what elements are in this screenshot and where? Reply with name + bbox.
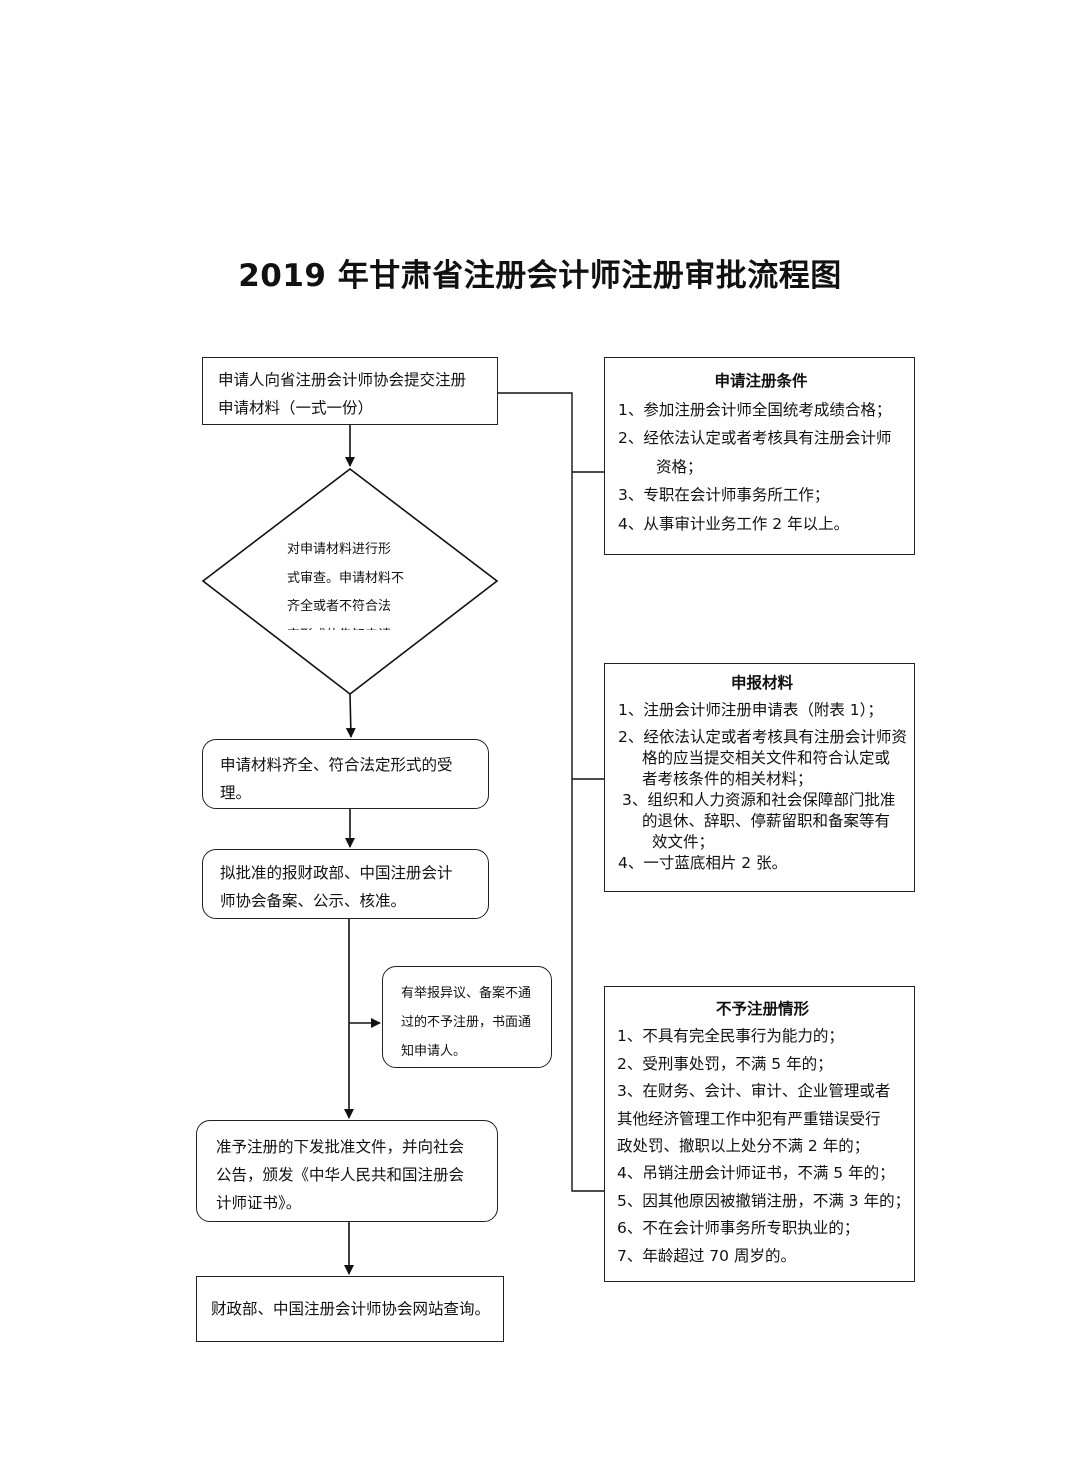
conditions-item: 资格； [656,457,703,476]
materials-item: 者考核条件的相关材料； [642,770,813,788]
approve-step-box: 准予注册的下发批准文件，并向社会 公告，颁发《中华人民共和国注册会 计师证书》。 [196,1120,498,1222]
query-step-box: 财政部、中国注册会计师协会网站查询。 [196,1276,504,1342]
review-decision-text: 对申请材料进行形 式审查。申请材料不 齐全或者不符合法 定形式的告知申请 [287,536,417,630]
refusal-item: 6、不在会计师事务所专职执业的； [617,1219,860,1238]
approve-step-line: 准予注册的下发批准文件，并向社会 [216,1138,465,1156]
materials-item: 2、经依法认定或者考核具有注册会计师资 [618,728,907,746]
submit-step-line: 申请人向省注册会计师协会提交注册 [218,371,467,389]
report-step-box: 拟批准的报财政部、中国注册会计 师协会备案、公示、核准。 [202,849,489,919]
refusal-title: 不予注册情形 [715,1000,809,1018]
accept-step-line: 理。 [220,784,252,802]
report-step-line: 拟批准的报财政部、中国注册会计 [220,864,453,882]
objection-line: 过的不予注册，书面通 [401,1015,532,1030]
refusal-item: 4、吊销注册会计师证书，不满 5 年的； [617,1164,895,1183]
accept-step-box: 申请材料齐全、符合法定形式的受 理。 [202,739,489,809]
refusal-item: 1、不具有完全民事行为能力的； [617,1027,844,1046]
materials-item: 的退休、辞职、停薪留职和备案等有 [642,812,891,830]
materials-title: 申报材料 [730,674,793,692]
review-line: 对申请材料进行形 [287,542,392,557]
conditions-item: 2、经依法认定或者考核具有注册会计师 [618,429,892,447]
materials-item: 格的应当提交相关文件和符合认定或 [642,749,891,767]
query-step-line: 财政部、中国注册会计师协会网站查询。 [211,1300,491,1318]
page-title: 2019 年甘肃省注册会计师注册审批流程图 [238,258,842,294]
approve-step-line: 公告，颁发《中华人民共和国注册会 [216,1166,465,1184]
refusal-item: 5、因其他原因被撤销注册，不满 3 年的； [617,1191,911,1210]
report-step-line: 师协会备案、公示、核准。 [220,892,407,910]
arrow-review-to-accept [345,693,356,738]
side-bracket-line [497,392,604,1192]
objection-line: 知申请人。 [401,1044,467,1059]
review-line: 定形式的告知申请 [287,622,417,631]
review-line: 齐全或者不符合法 [287,599,392,614]
conditions-item: 4、从事审计业务工作 2 年以上。 [618,514,850,533]
conditions-item: 1、参加注册会计师全国统考成绩合格； [618,400,892,419]
materials-item: 1、注册会计师注册申请表（附表 1）； [618,701,883,719]
conditions-panel: 申请注册条件 1、参加注册会计师全国统考成绩合格； 2、经依法认定或者考核具有注… [604,357,915,555]
refusal-item: 其他经济管理工作中犯有严重错误受行 [617,1109,881,1128]
refusal-panel: 不予注册情形 1、不具有完全民事行为能力的； 2、受刑事处罚，不满 5 年的； … [604,986,915,1282]
materials-item: 3、组织和人力资源和社会保障部门批准 [622,791,896,809]
submit-step-box: 申请人向省注册会计师协会提交注册 申请材料（一式一份） [202,357,498,425]
conditions-title: 申请注册条件 [714,372,808,390]
review-line: 式审查。申请材料不 [287,570,405,586]
refusal-item: 3、在财务、会计、审计、企业管理或者 [617,1082,891,1101]
refusal-item: 政处罚、撤职以上处分不满 2 年的； [617,1137,870,1156]
refusal-item: 2、受刑事处罚，不满 5 年的； [617,1054,833,1073]
objection-note-box: 有举报异议、备案不通 过的不予注册，书面通 知申请人。 [382,966,552,1068]
materials-item: 效文件； [652,833,715,851]
accept-step-line: 申请材料齐全、符合法定形式的受 [220,756,453,774]
conditions-item: 3、专职在会计师事务所工作； [618,486,830,504]
materials-item: 4、一寸蓝底相片 2 张。 [618,854,788,872]
materials-panel: 申报材料 1、注册会计师注册申请表（附表 1）； 2、经依法认定或者考核具有注册… [604,663,915,892]
objection-line: 有举报异议、备案不通 [401,986,532,1001]
submit-step-line: 申请材料（一式一份） [218,399,374,417]
approve-step-line: 计师证书》。 [216,1194,302,1212]
refusal-item: 7、年龄超过 70 周岁的。 [617,1246,796,1265]
